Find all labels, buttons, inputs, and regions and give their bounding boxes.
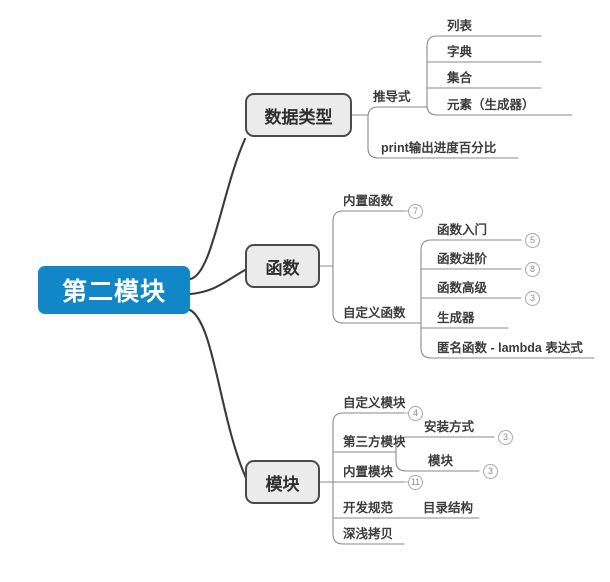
- badge-builtin-module-value: 11: [410, 477, 421, 487]
- root-node[interactable]: 第二模块: [38, 266, 190, 314]
- leaf-install-method[interactable]: 安装方式: [424, 421, 474, 434]
- leaf-custom-module[interactable]: 自定义模块: [343, 397, 406, 410]
- badge-install-method-value: 3: [502, 432, 508, 442]
- leaf-builtin-module-label: 内置模块: [343, 465, 394, 479]
- badge-function-intro-value: 5: [529, 235, 535, 245]
- badge-builtin-functions-value: 7: [412, 206, 418, 216]
- leaf-comprehension-label: 推导式: [373, 90, 411, 104]
- leaf-comprehension[interactable]: 推导式: [373, 91, 411, 104]
- leaf-dict-label: 字典: [447, 45, 473, 59]
- leaf-dev-standard[interactable]: 开发规范: [343, 502, 393, 515]
- leaf-set[interactable]: 集合: [447, 72, 472, 85]
- leaf-dict[interactable]: 字典: [447, 46, 472, 59]
- trunk-to-data-types: [188, 137, 247, 281]
- leaf-list[interactable]: 列表: [447, 20, 472, 33]
- leaf-element-generator[interactable]: 元素（生成器）: [447, 99, 535, 112]
- leaf-set-label: 集合: [447, 71, 473, 85]
- leaf-custom-functions[interactable]: 自定义函数: [343, 307, 406, 320]
- main-node-modules-label: 模块: [265, 474, 300, 494]
- leaf-module-label: 模块: [428, 454, 454, 468]
- leaf-generator[interactable]: 生成器: [437, 312, 475, 325]
- leaf-function-senior[interactable]: 函数高级: [437, 282, 487, 295]
- root-node-label: 第二模块: [61, 278, 166, 306]
- leaf-third-party-module[interactable]: 第三方模块: [343, 436, 406, 449]
- leaf-print-progress-label: print输出进度百分比: [381, 141, 497, 155]
- badge-module: 3: [483, 464, 498, 479]
- leaf-element-generator-label: 元素（生成器）: [447, 98, 535, 112]
- leaf-directory-structure-label: 目录结构: [423, 501, 474, 515]
- leaf-function-advanced-label: 函数进阶: [437, 252, 488, 266]
- leaf-builtin-functions[interactable]: 内置函数: [343, 195, 393, 208]
- leaf-function-intro[interactable]: 函数入门: [437, 224, 487, 237]
- main-node-data-types-label: 数据类型: [264, 107, 333, 127]
- leaf-install-method-label: 安装方式: [424, 420, 475, 434]
- badge-function-intro: 5: [525, 233, 540, 248]
- trunk-to-modules: [188, 308, 248, 480]
- leaf-function-advanced[interactable]: 函数进阶: [437, 253, 487, 266]
- trunk-to-functions: [188, 268, 247, 296]
- badge-function-senior: 3: [525, 291, 540, 306]
- leaf-builtin-functions-label: 内置函数: [343, 194, 394, 208]
- leaf-lambda[interactable]: 匿名函数 - lambda 表达式: [437, 342, 583, 355]
- leaf-third-party-module-label: 第三方模块: [343, 435, 406, 449]
- leaf-deep-shallow-copy-label: 深浅拷贝: [343, 527, 394, 541]
- main-node-modules[interactable]: 模块: [245, 460, 320, 504]
- badge-builtin-functions: 7: [408, 204, 423, 219]
- badge-custom-module-value: 4: [412, 408, 418, 418]
- badge-function-senior-value: 3: [529, 293, 535, 303]
- leaf-function-senior-label: 函数高级: [437, 281, 488, 295]
- badge-module-value: 3: [487, 466, 493, 476]
- leaf-generator-label: 生成器: [437, 311, 475, 325]
- leaf-lambda-label: 匿名函数 - lambda 表达式: [437, 341, 583, 355]
- leaf-deep-shallow-copy[interactable]: 深浅拷贝: [343, 528, 393, 541]
- badge-custom-module: 4: [408, 406, 423, 421]
- leaf-dev-standard-label: 开发规范: [343, 501, 394, 515]
- leaf-custom-module-label: 自定义模块: [343, 396, 406, 410]
- badge-builtin-module: 11: [408, 475, 423, 490]
- leaf-custom-functions-label: 自定义函数: [343, 306, 406, 320]
- main-node-data-types[interactable]: 数据类型: [245, 93, 352, 137]
- leaf-directory-structure[interactable]: 目录结构: [423, 502, 473, 515]
- badge-function-advanced-value: 8: [529, 264, 535, 274]
- leaf-builtin-module[interactable]: 内置模块: [343, 466, 393, 479]
- badge-function-advanced: 8: [525, 262, 540, 277]
- leaf-function-intro-label: 函数入门: [437, 223, 488, 237]
- main-node-functions-label: 函数: [265, 258, 300, 278]
- leaf-print-progress[interactable]: print输出进度百分比: [381, 142, 496, 155]
- leaf-module[interactable]: 模块: [428, 455, 453, 468]
- leaf-list-label: 列表: [447, 19, 473, 33]
- badge-install-method: 3: [498, 430, 513, 445]
- main-node-functions[interactable]: 函数: [245, 244, 320, 288]
